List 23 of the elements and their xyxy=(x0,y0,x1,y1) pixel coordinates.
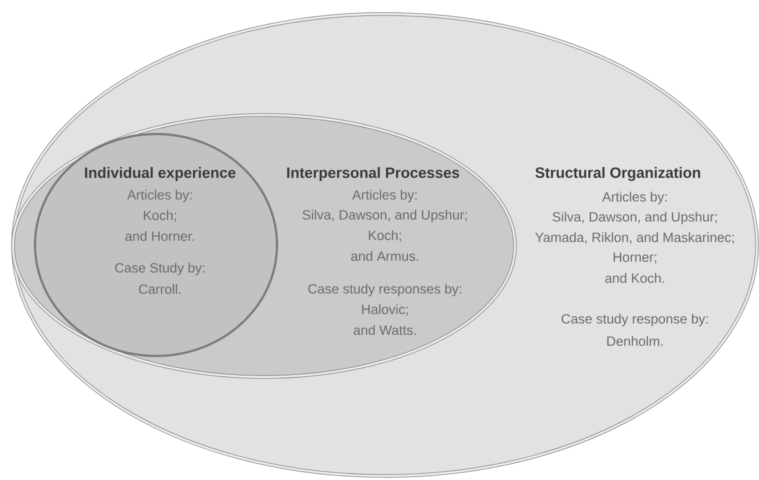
author-line: Articles by: xyxy=(127,190,192,202)
author-line: and Horner. xyxy=(125,231,194,241)
author-line: Case study response by: xyxy=(562,314,708,326)
author-line: Koch; xyxy=(144,210,176,222)
author-line: Silva, Dawson, and Upshur; xyxy=(552,212,717,224)
author-line: Halovic; xyxy=(362,304,408,316)
ellipse-region xyxy=(34,132,278,358)
author-line: Carroll. xyxy=(139,284,180,294)
author-line: and Watts. xyxy=(354,325,416,335)
author-line: and Koch. xyxy=(605,273,664,283)
region-heading: Individual experience xyxy=(85,167,236,181)
author-line: Case study responses by: xyxy=(308,284,462,296)
author-line: Case Study by: xyxy=(115,262,204,276)
author-line: and Armus. xyxy=(351,251,418,261)
region-heading: Structural Organization xyxy=(535,167,700,181)
author-line: Silva, Dawson, and Upshur; xyxy=(302,210,467,222)
region-heading: Interpersonal Processes xyxy=(287,167,460,181)
author-line: Denholm. xyxy=(607,336,663,346)
author-line: Articles by: xyxy=(602,192,667,204)
author-line: Articles by: xyxy=(352,190,417,202)
author-line: Yamada, Riklon, and Maskarinec; xyxy=(535,232,734,244)
author-line: Horner; xyxy=(614,252,656,264)
author-line: Koch; xyxy=(368,230,401,242)
